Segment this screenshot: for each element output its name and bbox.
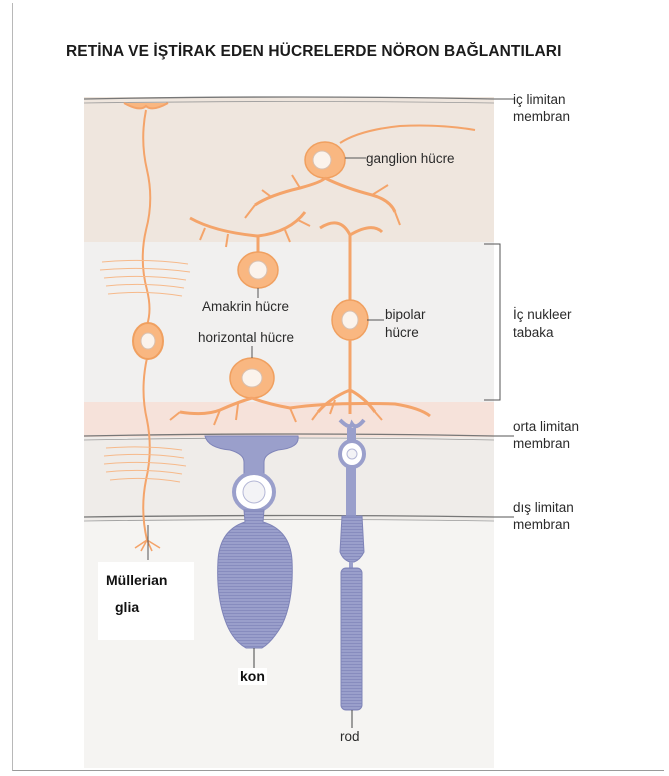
inner-limiting-membrane-label: iç limitan (513, 91, 566, 108)
muller-glia-label: Müllerian (106, 572, 167, 589)
ganglion-cell-label: ganglion hücre (366, 150, 455, 167)
retina-layers (84, 97, 494, 768)
inner-nuclear-layer-label: İç nukleer (513, 306, 572, 323)
inner-nuclear-layer-label-2: tabaka (513, 324, 554, 341)
outer-limiting-membrane-label: dış limitan (513, 499, 574, 516)
cone-label: kon (238, 668, 267, 685)
inner-limiting-membrane-label-2: membran (513, 108, 570, 125)
bipolar-cell-label-2: hücre (385, 324, 419, 341)
rod-label: rod (340, 728, 360, 745)
middle-limiting-membrane-label: orta limitan (513, 418, 579, 435)
middle-limiting-membrane-label-2: membran (513, 435, 570, 452)
inner-nuclear-band (84, 242, 494, 402)
bipolar-cell-label: bipolar (385, 306, 426, 323)
muller-glia-label-2: glia (115, 599, 139, 616)
horizontal-cell-label: horizontal hücre (198, 329, 294, 346)
outer-limiting-membrane-label-2: membran (513, 516, 570, 533)
amakrine-cell-label: Amakrin hücre (202, 298, 289, 315)
